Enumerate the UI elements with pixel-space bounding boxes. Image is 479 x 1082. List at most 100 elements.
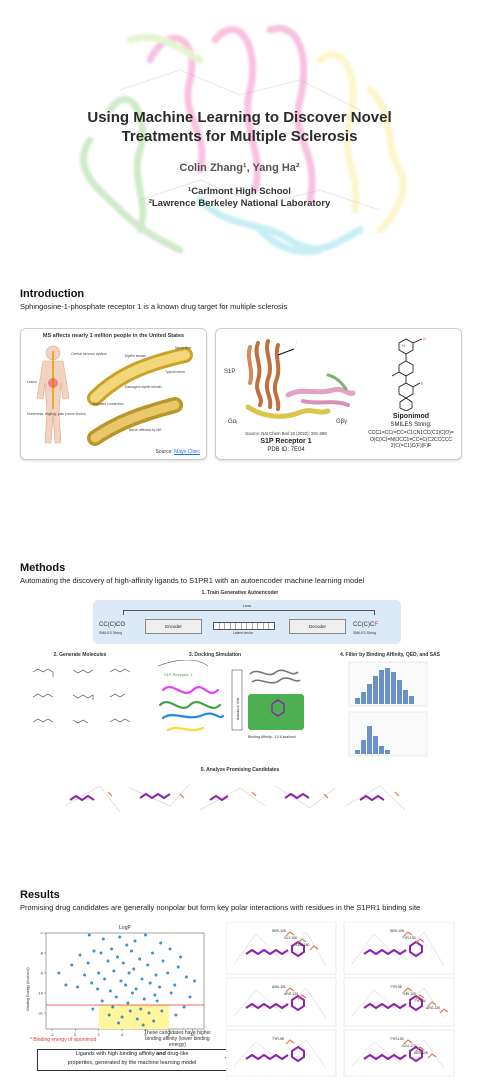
- data-point: [121, 961, 125, 965]
- step3-label: 3. Docking Simulation: [188, 652, 242, 658]
- residue-stick: [403, 931, 413, 937]
- panel-backbone: [351, 1039, 445, 1069]
- data-point: [76, 985, 80, 989]
- data-point: [125, 943, 129, 947]
- data-point: [153, 993, 157, 997]
- ms-label-exposed: Exposed connection: [93, 402, 124, 406]
- residue-label: TYR-98: [272, 1037, 284, 1041]
- residue-stick: [415, 994, 425, 1000]
- data-point: [179, 955, 183, 959]
- data-point: [120, 1015, 124, 1019]
- panel-backbone: [233, 1039, 327, 1069]
- data-point: [108, 989, 112, 993]
- data-point: [119, 979, 123, 983]
- callout-text-a: Ligands with high binding affinity: [75, 1051, 157, 1057]
- data-point: [135, 1017, 139, 1021]
- residue-label: GLY-106: [284, 936, 297, 940]
- residue-label: ASN-101: [272, 985, 286, 989]
- data-point: [141, 1023, 145, 1027]
- hero-protein-image: [0, 0, 479, 280]
- callout-line-1: Ligands with high binding affinity and d…: [38, 1050, 226, 1059]
- generated-molecules-image: [32, 668, 131, 724]
- data-point: [107, 1013, 111, 1017]
- data-point: [193, 979, 197, 983]
- title-line-2: Treatments for Multiple Sclerosis: [121, 128, 358, 145]
- data-point: [184, 975, 188, 979]
- s1p-source: Source: Nat Chem Biol 18 (2022): 281-288: [245, 431, 327, 436]
- data-point: [99, 951, 103, 955]
- data-point: [57, 971, 61, 975]
- smiles-string: CCC1=CC(=CC=C1CN1CC(C1)C(O)= O)C(\C)=N\O…: [362, 430, 460, 450]
- x-tick-label: 10: [190, 1032, 195, 1037]
- loss-arrow: [123, 610, 375, 615]
- residue-label: TYR-133: [402, 936, 416, 940]
- data-point: [64, 983, 68, 987]
- svg-text:|: |: [296, 340, 297, 344]
- drug-name: Siponimod: [392, 413, 430, 420]
- data-point: [140, 977, 144, 981]
- y-tick-label: -11: [38, 1011, 44, 1016]
- residue-stick: [297, 994, 307, 1000]
- ms-source: Source: Mayo Clinic: [156, 449, 200, 455]
- ms-card-title: MS affects nearly 1 million people in th…: [42, 333, 185, 339]
- data-point: [188, 995, 192, 999]
- data-point: [90, 981, 94, 985]
- y-tick-label: -9: [39, 971, 43, 976]
- introduction-heading: Introduction: [20, 288, 85, 300]
- data-point: [173, 983, 177, 987]
- galpha-label: Gαᵢ: [228, 419, 237, 425]
- ms-label-myelin: Myelin sheath: [125, 354, 146, 358]
- ligand-ring: [409, 940, 423, 958]
- autoencoder-diagram: Loss CC(C)CO SMILES String Encoder Laten…: [93, 600, 401, 644]
- output-smiles: CC(C)CF: [353, 622, 378, 628]
- data-point: [151, 951, 155, 955]
- decoder-box: Decoder: [289, 619, 346, 634]
- mayo-clinic-link[interactable]: Mayo Clinic: [174, 449, 200, 455]
- data-point: [142, 997, 146, 1001]
- residue-label: ARG-120: [284, 992, 298, 996]
- data-point: [111, 1005, 115, 1009]
- ligand-ring: [291, 940, 305, 958]
- filter-histograms-image: [348, 661, 428, 757]
- ligand-ring: [409, 994, 423, 1012]
- latent-vector-box: [213, 622, 275, 630]
- smiles-line-1: CCC1=CC(=CC=C1CN1CC(C1)C(O)=: [368, 430, 454, 436]
- ligand: [363, 1002, 407, 1010]
- data-point: [83, 973, 87, 977]
- x-tick-label: 4: [121, 1032, 124, 1037]
- data-point: [159, 941, 163, 945]
- step5-label: 5. Analyze Promising Candidates: [200, 767, 280, 773]
- residue-label: THR-109: [402, 992, 416, 996]
- siponimod-structure-image: O N F: [391, 336, 426, 411]
- callout-text-b: drug-like: [165, 1051, 189, 1057]
- data-point: [160, 1009, 164, 1013]
- chart-title: LogP: [119, 925, 131, 931]
- data-point: [92, 949, 96, 953]
- residue-label: TYR-98: [390, 985, 402, 989]
- data-point: [127, 971, 131, 975]
- binding-panel: [343, 921, 455, 975]
- affiliation-2: ²Lawrence Berkeley National Laboratory: [148, 198, 331, 209]
- svg-text:N: N: [402, 343, 405, 348]
- ms-label-cns: Central nervous system: [71, 352, 107, 356]
- data-point: [143, 933, 147, 937]
- siponimod-note: * Binding energy of siponimod: [30, 1037, 97, 1043]
- data-point: [154, 973, 158, 977]
- residue-label: SER-105: [390, 929, 404, 933]
- data-point: [86, 961, 90, 965]
- data-point: [126, 1001, 130, 1005]
- x-tick-label: 6: [144, 1032, 147, 1037]
- smiles-label: SMILES String:: [390, 422, 432, 428]
- output-smiles-label: SMILES String: [353, 631, 376, 635]
- ligand-ring: [291, 994, 305, 1012]
- residue-label: LEU-180: [296, 943, 309, 947]
- y-tick-label: -10: [37, 991, 44, 996]
- callout-line-2: properties, generated by the machine lea…: [67, 1060, 197, 1066]
- input-smiles: CC(C)CO: [99, 622, 125, 628]
- affiliation-1: ¹Carlmont High School: [188, 186, 291, 197]
- callout-and: and: [156, 1051, 166, 1057]
- data-point: [78, 953, 82, 957]
- ligand-ring: [409, 1045, 423, 1063]
- human-body-nerve-icon: Central nervous system Lesion Myelin she…: [27, 345, 193, 446]
